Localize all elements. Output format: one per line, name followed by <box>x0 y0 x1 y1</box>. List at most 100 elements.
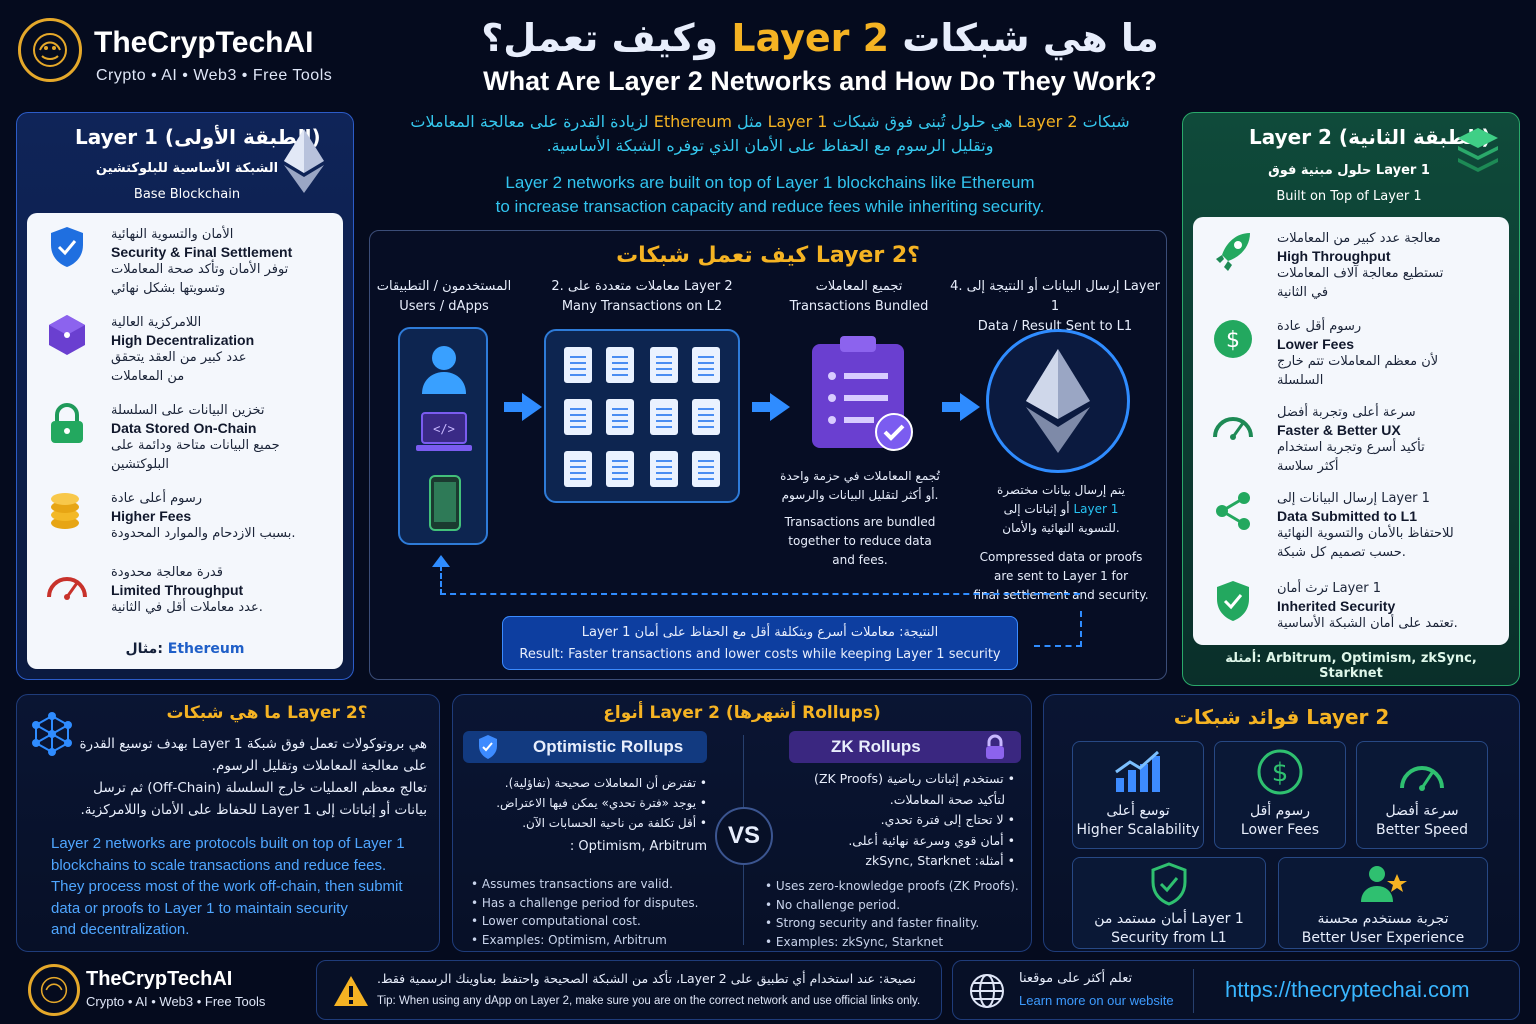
dollar-coin-icon: $ <box>1211 317 1255 361</box>
transactions-box <box>544 329 740 503</box>
step-send-l1-label: 4. إرسال البيانات أو النتيجة إلى Layer 1… <box>950 279 1160 334</box>
brand-tagline: Crypto • AI • Web3 • Free Tools <box>96 67 333 84</box>
divider <box>1193 969 1194 1013</box>
arrow-up-icon <box>432 555 450 567</box>
lock-icon <box>45 401 89 445</box>
globe-icon <box>967 971 1007 1011</box>
intro-english: Layer 2 networks are built on top of Lay… <box>495 173 1045 216</box>
footer-tagline: Crypto • AI • Web3 • Free Tools <box>86 994 266 1009</box>
what-title: ما هي شبكات Layer 2؟ <box>166 703 368 723</box>
tip-english: Tip: When using any dApp on Layer 2, mak… <box>377 995 921 1007</box>
loop-line <box>1080 611 1082 647</box>
network-icon <box>29 711 75 757</box>
layer1-example: مثال: Ethereum <box>125 641 245 657</box>
layer1-subtitle-en: Base Blockchain <box>133 187 241 202</box>
footer-brand: TheCrypTechAI Crypto • AI • Web3 • Free … <box>16 960 306 1020</box>
speedometer-icon <box>1357 742 1487 802</box>
optimistic-english-list: • Assumes transactions are valid.• Has a… <box>471 877 699 947</box>
benefits-title: فوائد شبكات Layer 2 <box>1173 705 1390 729</box>
document-icon <box>564 347 592 383</box>
optimistic-arabic-list: • تفترض أن المعاملات صحيحة (تفاؤلية).• ي… <box>496 776 707 854</box>
document-icon <box>692 451 720 487</box>
lock-icon <box>981 733 1009 761</box>
footer-brand-name: TheCrypTechAI <box>86 968 233 990</box>
coins-icon <box>45 489 89 533</box>
tip-arabic: نصيحة: عند استخدام أي تطبيق على Layer 2،… <box>377 971 917 986</box>
document-icon <box>650 451 678 487</box>
brand-name: TheCrypTechAI <box>94 26 314 59</box>
user-icon <box>418 343 470 395</box>
shield-check-icon <box>475 734 501 760</box>
warning-icon <box>331 973 371 1009</box>
loop-line <box>440 565 442 595</box>
layer2-title: Layer 2 (الطبقة الثانية) <box>1249 125 1491 149</box>
vs-badge: VS <box>715 807 773 865</box>
document-icon <box>692 399 720 435</box>
document-icon <box>606 451 634 487</box>
zk-header: ZK Rollups <box>789 731 1021 763</box>
share-icon <box>1211 489 1255 533</box>
decentralization-cube-icon <box>45 313 89 357</box>
how-it-works-panel: كيف تعمل شبكات Layer 2؟ المستخدمون / الت… <box>369 230 1167 680</box>
svg-text:$: $ <box>1272 758 1289 788</box>
growth-chart-icon <box>1073 742 1203 802</box>
document-icon <box>564 451 592 487</box>
shield-check-icon <box>1211 579 1255 623</box>
layer1-card: Layer 1 (الطبقة الأولى) الشبكة الأساسية … <box>16 112 354 680</box>
document-icon <box>650 347 678 383</box>
ethereum-layer1-icon <box>986 329 1130 473</box>
brand-logo-icon <box>28 964 80 1016</box>
arrow-right-icon <box>752 393 790 421</box>
shield-check-icon <box>45 225 89 269</box>
learn-more-english[interactable]: Learn more on our website <box>1019 993 1174 1008</box>
svg-text:</>: </> <box>433 422 455 436</box>
footer-website: تعلم أكثر على موقعنا Learn more on our w… <box>952 960 1520 1020</box>
shield-check-icon <box>1073 858 1265 910</box>
users-box: </> <box>398 327 488 545</box>
optimistic-name: Optimistic Rollups <box>533 737 684 756</box>
arrow-right-icon <box>504 393 542 421</box>
svg-text:$: $ <box>1226 328 1240 353</box>
laptop-icon: </> <box>414 409 474 459</box>
what-is-layer2-panel: ما هي شبكات Layer 2؟ هي بروتوكولات تعمل … <box>16 694 440 952</box>
dollar-coin-icon: $ <box>1215 742 1345 802</box>
website-url-link[interactable]: https://thecryptechai.com <box>1225 977 1470 1002</box>
result-banner: النتيجة: معاملات أسرع وبتكلفة أقل مع الح… <box>502 616 1018 670</box>
loop-line <box>1034 645 1082 647</box>
how-title: كيف تعمل شبكات Layer 2؟ <box>616 243 920 268</box>
layers-stack-icon <box>1453 123 1503 179</box>
layer1-subtitle-ar: الشبكة الأساسية للبلوكتشين <box>95 161 279 176</box>
document-icon <box>606 347 634 383</box>
learn-more-arabic: تعلم أكثر على موقعنا <box>1019 971 1133 986</box>
speedometer-icon <box>45 563 89 607</box>
page-title-arabic: ما هي شبكات Layer 2 وكيف تعمل؟ <box>481 16 1159 60</box>
document-icon <box>564 399 592 435</box>
zk-arabic-list: • تستخدم إثباتات رياضية (ZK Proofs)لتأكي… <box>814 771 1015 868</box>
speedometer-icon <box>1211 403 1255 447</box>
zk-name: ZK Rollups <box>831 737 921 756</box>
zk-english-list: • Uses zero-knowledge proofs (ZK Proofs)… <box>765 879 1019 949</box>
page-title-english: What Are Layer 2 Networks and How Do The… <box>483 66 1157 96</box>
optimistic-header: Optimistic Rollups <box>463 731 707 763</box>
layer2-types-panel: أنواع Layer 2 (أشهرها Rollups) Optimisti… <box>452 694 1032 952</box>
layer2-subtitle-ar: حلول مبنية فوق Layer 1 <box>1268 163 1430 178</box>
footer-tip: نصيحة: عند استخدام أي تطبيق على Layer 2،… <box>316 960 942 1020</box>
layer2-examples: أمثلة: Arbitrum, Optimism, zkSync, Stark… <box>1225 651 1477 681</box>
